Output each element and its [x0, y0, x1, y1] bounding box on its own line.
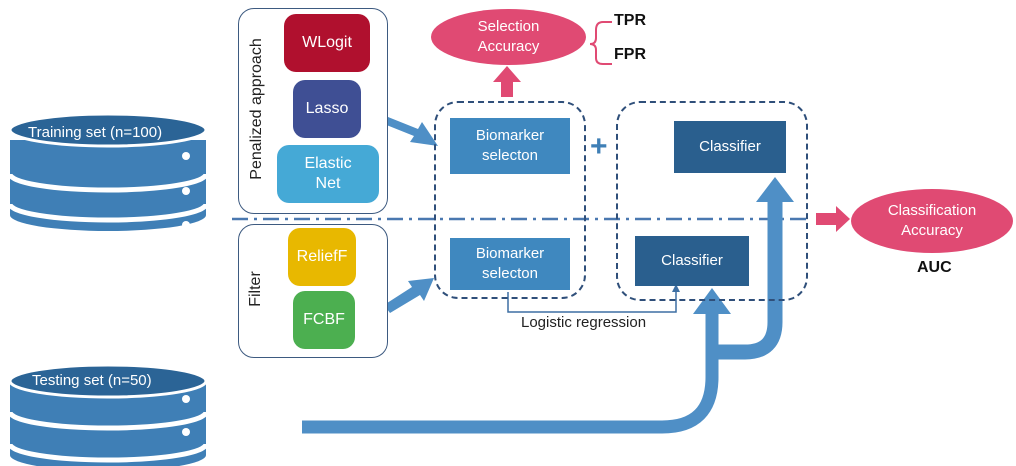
- classifier-bottom: Classifier: [635, 236, 749, 286]
- penalized-group-label: Penalized approach: [248, 38, 265, 180]
- logistic-link-line: [507, 290, 677, 313]
- testing-database-icon: [7, 363, 209, 466]
- filter-group-label: Filter: [247, 271, 264, 307]
- tpr-label: TPR: [614, 12, 646, 29]
- method-wlogit: WLogit: [284, 14, 370, 72]
- metrics-bracket: [589, 21, 604, 65]
- testing-flow-arrow: [302, 177, 794, 434]
- training-set-label: Training set (n=100): [28, 124, 163, 141]
- logistic-regression-label: Logistic regression: [521, 314, 647, 331]
- biomarker-selection-bottom: Biomarker selecton: [450, 238, 570, 290]
- classifier-stage-container: [616, 101, 808, 301]
- penalized-to-selection-arrow: [384, 117, 438, 146]
- biomarker-selection-top: Biomarker selecton: [450, 118, 570, 174]
- filter-to-selection-arrow: [384, 278, 434, 313]
- selection-stage-container: [434, 101, 586, 299]
- training-database-icon: [7, 112, 209, 231]
- plus-sign: +: [590, 130, 608, 163]
- selection-accuracy-node: Selection Accuracy: [431, 9, 586, 65]
- method-fcbf: FCBF: [293, 291, 355, 349]
- classification-accuracy-node: Classification Accuracy: [851, 189, 1013, 253]
- fpr-label: FPR: [614, 46, 646, 63]
- auc-label: AUC: [917, 259, 952, 276]
- method-relieff: ReliefF: [288, 228, 356, 286]
- to-selection-arrow: [493, 66, 521, 97]
- to-classification-arrow: [816, 206, 850, 232]
- method-elastic-net: Elastic Net: [277, 145, 379, 203]
- classifier-top: Classifier: [674, 121, 786, 173]
- testing-set-label: Testing set (n=50): [32, 372, 152, 389]
- method-lasso: Lasso: [293, 80, 361, 138]
